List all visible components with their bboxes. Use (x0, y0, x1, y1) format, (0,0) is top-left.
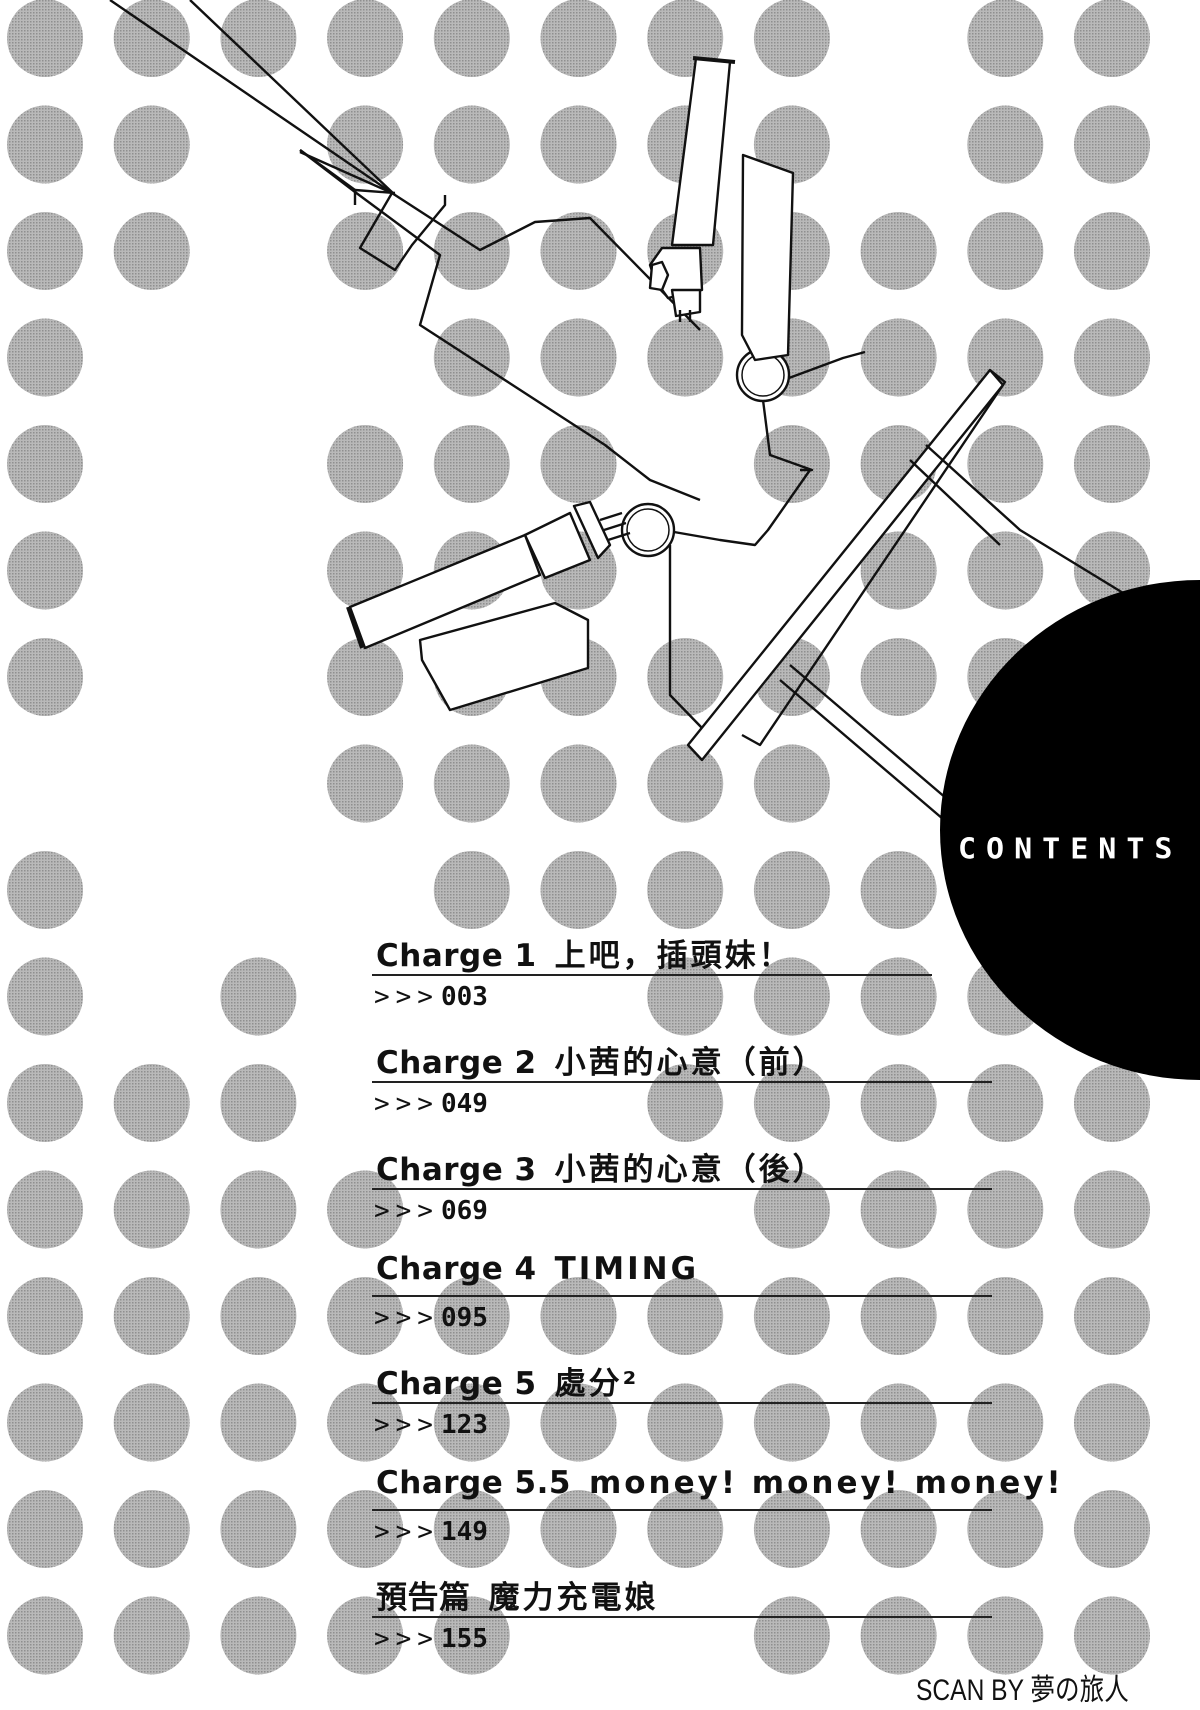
divider-line (372, 1188, 992, 1190)
page-value: 123 (440, 1410, 488, 1440)
divider-line (372, 1509, 992, 1511)
arrow-prefix-icon: >>> (374, 1624, 439, 1654)
page-value: 155 (440, 1624, 488, 1654)
page-number: >>>003 (374, 982, 488, 1012)
divider-line (372, 1402, 992, 1404)
chapter-label: Charge 3 (376, 1152, 537, 1188)
page-number: >>>095 (374, 1303, 488, 1333)
page-value: 049 (440, 1089, 488, 1119)
chapter-name: money! money! money! (588, 1465, 1064, 1501)
divider-line (372, 1081, 992, 1083)
scan-credit: SCAN BY 夢の旅人 (916, 1674, 1129, 1707)
chapter-label: Charge 5 (376, 1366, 537, 1402)
chapter-name: 處分² (554, 1366, 640, 1402)
page-number: >>>149 (374, 1517, 488, 1547)
arrow-prefix-icon: >>> (374, 1303, 439, 1333)
chapter-title: Charge 5 處分² (376, 1358, 639, 1403)
page-value: 149 (440, 1517, 488, 1547)
toc-entry[interactable]: Charge 2 小茜的心意（前） >>>049 (372, 1037, 1072, 1144)
divider-line (372, 974, 932, 976)
arrow-prefix-icon: >>> (374, 1517, 439, 1547)
page-number: >>>069 (374, 1196, 488, 1226)
chapter-name: 上吧，插頭妹！ (554, 938, 793, 974)
chapter-name: 小茜的心意（後） (554, 1152, 827, 1188)
toc-entry[interactable]: Charge 5 處分² >>>123 (372, 1358, 1072, 1465)
chapter-name: 小茜的心意（前） (554, 1045, 827, 1081)
toc-entry[interactable]: Charge 1 上吧，插頭妹！ >>>003 (372, 930, 1072, 1037)
chapter-name: TIMING (554, 1251, 700, 1287)
page-number: >>>155 (374, 1624, 488, 1654)
toc-entry[interactable]: 預告篇魔力充電娘>>>155 (372, 1572, 1072, 1679)
chapter-label: Charge 5.5 (376, 1465, 571, 1501)
arrow-prefix-icon: >>> (374, 1196, 439, 1226)
chapter-label: Charge 2 (376, 1045, 537, 1081)
chapter-title: Charge 3 小茜的心意（後） (376, 1144, 827, 1189)
arrow-prefix-icon: >>> (374, 1089, 439, 1119)
contents-heading: CONTENTS (958, 832, 1183, 867)
chapter-title: Charge 4 TIMING (376, 1251, 699, 1287)
chapter-title: Charge 1 上吧，插頭妹！ (376, 930, 793, 975)
toc-entry[interactable]: Charge 4 TIMING >>>095 (372, 1251, 1072, 1358)
arrow-prefix-icon: >>> (374, 982, 439, 1012)
toc-entry[interactable]: Charge 5.5 money! money! money! >>>149 (372, 1465, 1072, 1572)
chapter-label: Charge 4 (376, 1251, 537, 1287)
page-value: 095 (440, 1303, 488, 1333)
chapter-title: 預告篇魔力充電娘 (376, 1572, 659, 1617)
chapter-name: 魔力充電娘 (488, 1580, 659, 1616)
chapter-label: 預告篇 (376, 1580, 471, 1616)
page-value: 069 (440, 1196, 488, 1226)
chapter-title: Charge 5.5 money! money! money! (376, 1465, 1064, 1501)
arrow-prefix-icon: >>> (374, 1410, 439, 1440)
divider-line (372, 1616, 992, 1618)
chapter-label: Charge 1 (376, 938, 537, 974)
toc-entry[interactable]: Charge 3 小茜的心意（後） >>>069 (372, 1144, 1072, 1251)
page-number: >>>123 (374, 1410, 488, 1440)
page-value: 003 (440, 982, 488, 1012)
chapter-title: Charge 2 小茜的心意（前） (376, 1037, 827, 1082)
page-number: >>>049 (374, 1089, 488, 1119)
divider-line (372, 1295, 992, 1297)
